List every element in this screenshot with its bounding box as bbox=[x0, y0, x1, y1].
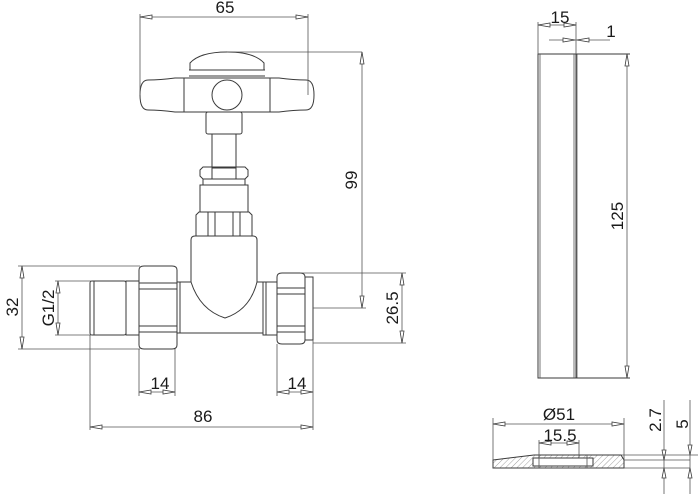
right-outlet bbox=[262, 281, 278, 336]
handle-arm-left bbox=[139, 77, 185, 113]
dim-label-26-5: 26.5 bbox=[383, 291, 402, 324]
dim-label-14-right: 14 bbox=[288, 374, 307, 393]
dimension-shroud-width: 15 bbox=[537, 8, 577, 54]
dim-label-2-7: 2.7 bbox=[646, 408, 665, 432]
dimension-total-height: 99 bbox=[227, 51, 366, 309]
handle-cap bbox=[189, 51, 265, 70]
dimension-rose-thickness-inner: 2.7 bbox=[624, 400, 690, 494]
dim-label-1: 1 bbox=[606, 22, 615, 41]
dim-label-5: 5 bbox=[673, 419, 692, 428]
dimension-body-height: 32 bbox=[3, 265, 140, 350]
dimension-shroud-gap: 1 bbox=[549, 22, 616, 43]
dim-label-86: 86 bbox=[194, 407, 213, 426]
handle-arm-right bbox=[269, 77, 315, 113]
dim-label-15: 15 bbox=[551, 8, 570, 27]
valve-front-view bbox=[89, 51, 315, 350]
dimension-total-length: 86 bbox=[89, 335, 314, 430]
left-nut bbox=[138, 265, 178, 350]
handle-knob bbox=[211, 79, 243, 111]
dim-label-99: 99 bbox=[342, 171, 361, 190]
shroud-outline bbox=[537, 53, 577, 379]
left-thread bbox=[89, 280, 127, 336]
right-nut bbox=[276, 272, 306, 345]
dim-label-65: 65 bbox=[216, 0, 235, 17]
dimension-left-nut: 14 bbox=[138, 349, 176, 396]
rose-section-view bbox=[492, 454, 625, 469]
dim-label-15-5: 15.5 bbox=[543, 426, 576, 445]
dimension-rose-thickness: 5 bbox=[621, 400, 698, 494]
dimension-shroud-length: 125 bbox=[608, 53, 630, 379]
dim-label-32: 32 bbox=[3, 298, 22, 317]
dimension-rose-inner: 15.5 bbox=[538, 426, 580, 458]
shroud-side-view bbox=[537, 53, 630, 379]
dim-label-g1-2: G1/2 bbox=[39, 290, 58, 327]
dimension-outlet-height: 26.5 bbox=[300, 272, 406, 344]
dim-label-51: Ø51 bbox=[543, 405, 575, 424]
dimension-thread: G1/2 bbox=[39, 280, 92, 336]
dimension-handle-width: 65 bbox=[139, 0, 309, 95]
dim-label-14-left: 14 bbox=[151, 374, 170, 393]
dim-label-125: 125 bbox=[608, 202, 627, 230]
dimension-rose-diameter: Ø51 bbox=[492, 405, 625, 460]
dimension-right-nut: 14 bbox=[276, 340, 314, 430]
